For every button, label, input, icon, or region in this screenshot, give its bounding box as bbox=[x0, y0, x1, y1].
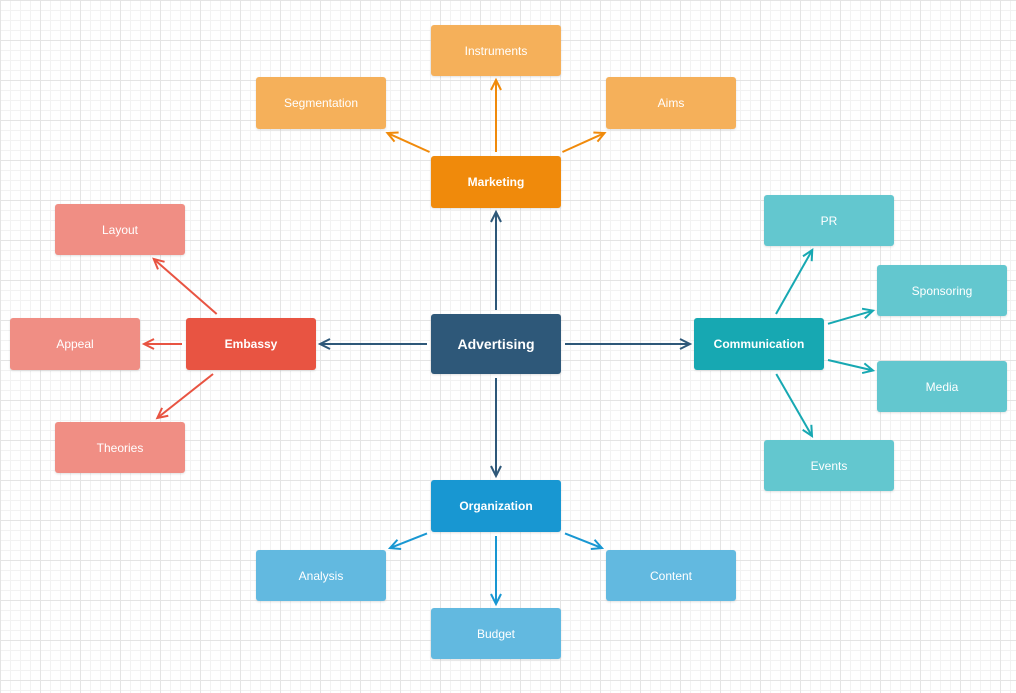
node-communication[interactable]: Communication bbox=[694, 318, 824, 370]
node-events[interactable]: Events bbox=[764, 440, 894, 491]
connector-organization-analysis bbox=[387, 532, 428, 551]
node-marketing[interactable]: Marketing bbox=[431, 156, 561, 208]
node-analysis[interactable]: Analysis bbox=[256, 550, 386, 601]
node-theories[interactable]: Theories bbox=[55, 422, 185, 473]
connector-marketing-segmentation bbox=[385, 131, 430, 153]
node-aims[interactable]: Aims bbox=[606, 77, 736, 129]
node-label: Segmentation bbox=[283, 96, 359, 110]
node-label: Organization bbox=[459, 499, 533, 513]
connector-communication-events bbox=[775, 373, 814, 438]
node-label: Theories bbox=[96, 440, 144, 455]
node-layout[interactable]: Layout bbox=[55, 204, 185, 255]
connector-embassy-layout bbox=[152, 257, 218, 315]
node-organization[interactable]: Organization bbox=[431, 480, 561, 532]
node-budget[interactable]: Budget bbox=[431, 608, 561, 659]
connector-center-marketing bbox=[490, 209, 502, 310]
connector-organization-content bbox=[564, 532, 605, 551]
node-appeal[interactable]: Appeal bbox=[10, 318, 140, 370]
node-embassy[interactable]: Embassy bbox=[186, 318, 316, 370]
node-label: Media bbox=[925, 379, 959, 394]
node-label: Aims bbox=[657, 96, 685, 110]
node-label: Embassy bbox=[224, 337, 278, 351]
connector-organization-budget bbox=[490, 536, 502, 607]
node-label: Advertising bbox=[457, 336, 535, 352]
connector-center-communication bbox=[565, 338, 693, 350]
node-label: Layout bbox=[101, 222, 139, 237]
node-label: Appeal bbox=[56, 337, 94, 351]
node-content[interactable]: Content bbox=[606, 550, 736, 601]
node-label: Events bbox=[810, 458, 848, 473]
node-sponsoring[interactable]: Sponsoring bbox=[877, 265, 1007, 316]
node-label: Marketing bbox=[467, 175, 525, 189]
node-advertising[interactable]: Advertising bbox=[431, 314, 561, 374]
connector-marketing-instruments bbox=[490, 77, 502, 152]
connector-marketing-aims bbox=[562, 131, 607, 153]
node-label: PR bbox=[820, 213, 838, 228]
connector-communication-media bbox=[827, 359, 876, 375]
node-label: Budget bbox=[476, 626, 516, 641]
connector-center-embassy bbox=[317, 338, 427, 350]
connector-communication-pr bbox=[775, 248, 814, 315]
connector-embassy-theories bbox=[155, 373, 214, 420]
node-segmentation[interactable]: Segmentation bbox=[256, 77, 386, 129]
node-pr[interactable]: PR bbox=[764, 195, 894, 246]
node-label: Instruments bbox=[464, 43, 528, 58]
node-label: Sponsoring bbox=[911, 283, 973, 298]
connector-center-organization bbox=[490, 378, 502, 479]
connector-communication-sponsoring bbox=[827, 307, 876, 325]
node-label: Content bbox=[649, 568, 693, 583]
node-label: Communication bbox=[713, 337, 805, 351]
node-label: Analysis bbox=[298, 568, 344, 583]
node-instruments[interactable]: Instruments bbox=[431, 25, 561, 76]
node-media[interactable]: Media bbox=[877, 361, 1007, 412]
connector-embassy-appeal bbox=[141, 338, 182, 350]
